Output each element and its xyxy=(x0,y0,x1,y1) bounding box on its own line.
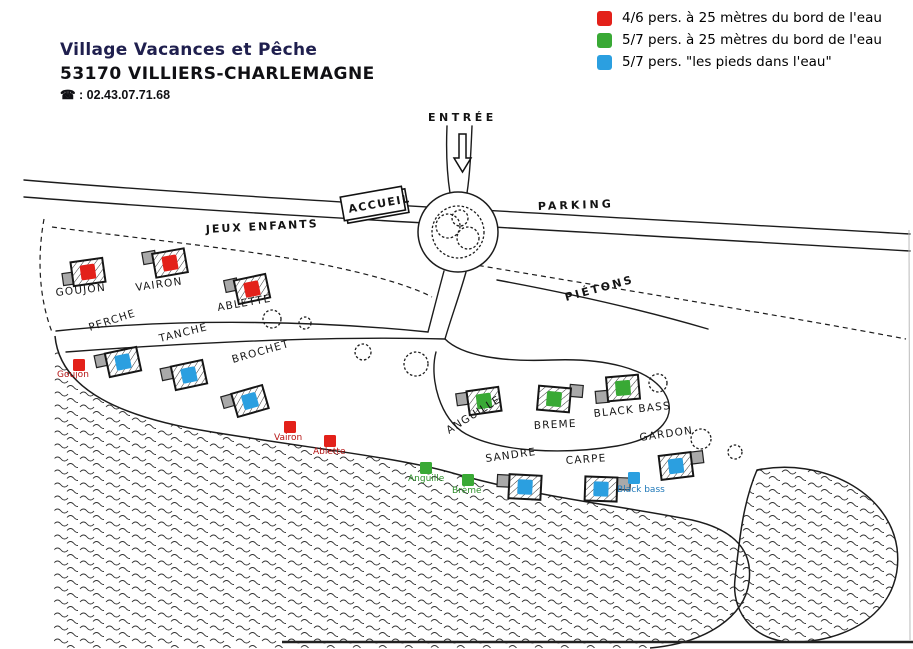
bush xyxy=(648,373,668,393)
bush xyxy=(727,444,743,460)
cottage-label-sandre: SANDRE xyxy=(485,446,537,465)
unit-marker-small-red xyxy=(324,435,336,447)
road-south-left xyxy=(427,270,445,333)
cottage-vairon xyxy=(141,247,189,279)
road-top-inner xyxy=(23,196,911,252)
cottage-label-gardon: GARDON xyxy=(639,425,694,444)
unit-marker-small-blue xyxy=(628,472,640,484)
lake xyxy=(54,335,899,649)
legend-label-green: 5/7 pers. à 25 mètres du bord de l'eau xyxy=(622,32,882,48)
cottages xyxy=(61,247,705,503)
bush xyxy=(690,428,712,450)
unit-marker-blue xyxy=(180,366,198,384)
page-title: Village Vacances et Pêche xyxy=(60,40,318,60)
phone-number: ☎ : 02.43.07.71.68 xyxy=(60,87,171,102)
cottage-perche xyxy=(93,345,143,379)
cottage-label-tanche: TANCHE xyxy=(157,321,209,345)
roundabout-trees xyxy=(435,213,461,239)
bush xyxy=(298,316,312,330)
cottage-black-bass xyxy=(594,373,642,405)
blue-square-icon xyxy=(597,54,612,70)
boundary-dashed-upper xyxy=(51,226,433,298)
road-entrance-right xyxy=(466,125,473,194)
water-area xyxy=(54,336,750,648)
cottage-ablette xyxy=(222,272,272,306)
page-subtitle: 53170 VILLIERS-CHARLEMAGNE xyxy=(60,64,375,85)
unit-marker-blue xyxy=(517,479,533,495)
unit-marker-blue xyxy=(667,457,685,475)
unit-marker-small-red xyxy=(284,421,296,433)
entree-label: ENTRÉE xyxy=(428,111,497,124)
cottage-label-perche: PERCHE xyxy=(87,307,137,333)
road-west-lower xyxy=(65,337,446,353)
legend-item-blue: 5/7 pers. "les pieds dans l'eau" xyxy=(597,54,882,70)
legend-label-red: 4/6 pers. à 25 mètres du bord de l'eau xyxy=(622,10,882,26)
scan-edge-right xyxy=(908,229,911,641)
legend: 4/6 pers. à 25 mètres du bord de l'eau 5… xyxy=(597,10,882,70)
cottage-sandre xyxy=(496,473,543,501)
unit-marker-red xyxy=(243,280,261,298)
cottage-label-goujon: GOUJON xyxy=(55,282,106,299)
cottage-label-breme: BREME xyxy=(534,418,577,432)
unit-marker-small-green xyxy=(462,474,474,486)
accueil-building: ACCUEIL xyxy=(339,185,411,225)
unit-marker-red xyxy=(161,254,179,272)
road-footpath xyxy=(496,279,709,330)
red-square-icon xyxy=(597,10,612,26)
unit-marker-green xyxy=(615,380,631,396)
marker-label-black-bass-small: Black bass xyxy=(617,485,665,495)
accueil-box xyxy=(339,185,407,222)
legend-label-blue: 5/7 pers. "les pieds dans l'eau" xyxy=(622,54,832,70)
cottage-carpe xyxy=(583,475,632,503)
pietons-label: PIÉTONS xyxy=(563,273,635,304)
unit-marker-small-red xyxy=(73,359,85,371)
water-cove xyxy=(733,466,899,643)
roundabout-trees xyxy=(431,205,485,259)
cottage-label-vairon: VAIRON xyxy=(135,275,184,293)
unit-marker-small-green xyxy=(420,462,432,474)
marker-label-ablette-small: Ablette xyxy=(313,447,346,457)
bush xyxy=(403,351,429,377)
roundabout xyxy=(417,191,499,273)
parking-label: PARKING xyxy=(538,197,614,213)
marker-label-anguille-small: Anguille xyxy=(408,474,445,484)
road-west-upper xyxy=(55,321,429,333)
marker-label-breme-small: Brème xyxy=(452,485,482,496)
road-loop xyxy=(433,338,670,452)
cottage-label-carpe: CARPE xyxy=(565,452,607,467)
unit-marker-green xyxy=(475,392,493,410)
unit-marker-red xyxy=(79,263,97,281)
legend-item-green: 5/7 pers. à 25 mètres du bord de l'eau xyxy=(597,32,882,48)
road-entrance-left xyxy=(445,125,451,194)
roundabout-trees xyxy=(456,226,480,250)
unit-marker-green xyxy=(546,391,562,407)
entrance-arrow-icon xyxy=(452,133,473,174)
road-south-right xyxy=(444,271,467,340)
terrain xyxy=(262,309,743,460)
header: Village Vacances et Pêche 53170 VILLIERS… xyxy=(60,40,375,103)
green-square-icon xyxy=(597,32,612,48)
unit-marker-blue xyxy=(114,353,132,371)
legend-item-red: 4/6 pers. à 25 mètres du bord de l'eau xyxy=(597,10,882,26)
roundabout-trees xyxy=(451,209,469,227)
cottage-brochet xyxy=(219,383,270,419)
cottage-anguille xyxy=(455,385,503,417)
bush xyxy=(262,309,282,329)
jeux-enfants-label: JEUX ENFANTS xyxy=(204,217,318,236)
boundary-dashed-right xyxy=(469,263,907,340)
boundary-dashed-left xyxy=(39,218,53,333)
unit-marker-blue xyxy=(241,392,259,410)
cottage-goujon xyxy=(61,256,107,288)
cottage-breme xyxy=(535,383,584,414)
cottage-gardon xyxy=(657,450,705,481)
cottage-tanche xyxy=(159,358,209,392)
bush xyxy=(354,343,372,361)
marker-label-vairon-small: Vairon xyxy=(274,433,302,443)
unit-marker-blue xyxy=(593,481,609,497)
marker-label-goujon-small: Goujon xyxy=(57,370,89,380)
